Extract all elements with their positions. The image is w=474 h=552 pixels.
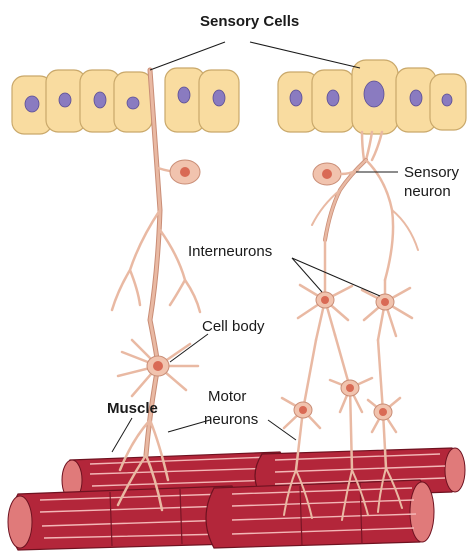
label-motor-neurons-line2: neurons — [204, 411, 258, 428]
sensory-cells-right — [278, 60, 466, 134]
sensory-cells-left — [12, 68, 239, 134]
muscle-fibers — [8, 448, 465, 550]
interneuron-somas — [316, 292, 394, 310]
left-cell-body — [147, 356, 169, 376]
left-neuron-pathway — [112, 70, 200, 510]
label-muscle: Muscle — [107, 400, 158, 417]
muscle-fiber-front-right — [206, 480, 434, 548]
label-motor-neurons-line1: Motor — [208, 388, 246, 405]
label-sensory-neuron-line1: Sensory — [404, 164, 460, 181]
left-sensory-soma — [170, 160, 200, 184]
label-interneurons: Interneurons — [188, 243, 272, 260]
label-cell-body: Cell body — [202, 318, 265, 335]
label-sensory-cells: Sensory Cells — [200, 13, 299, 30]
label-sensory-neuron-line2: neuron — [404, 183, 451, 200]
